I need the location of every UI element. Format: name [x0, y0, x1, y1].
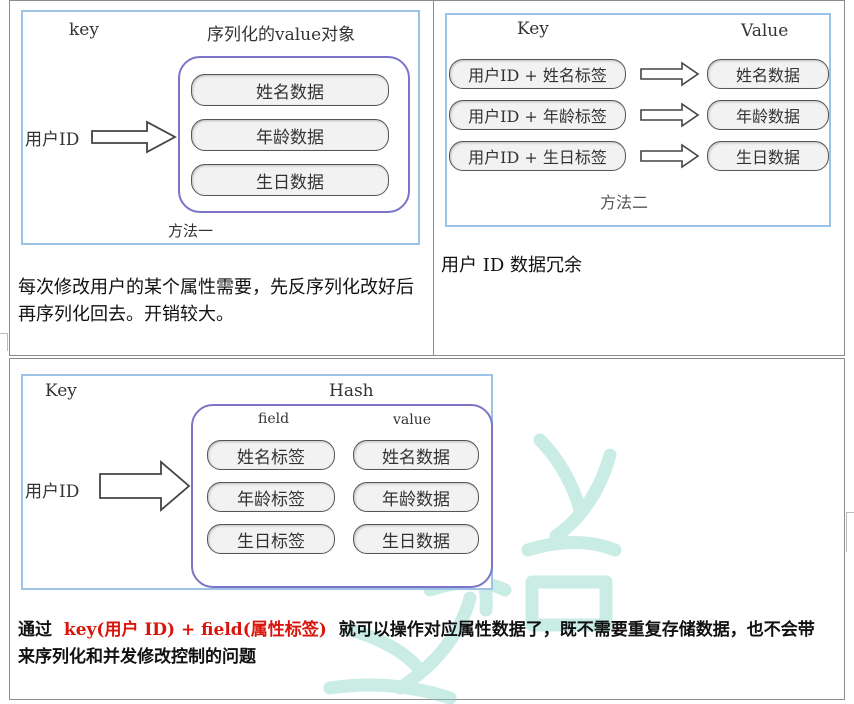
hash-description-suffix: 就可以操作对应属性数据了，既不需要重复存储数据，也不会带来序列化和并发修改控制的… — [18, 620, 815, 667]
hash-field-pill-birthday: 生日标签 — [207, 524, 335, 554]
method1-diagram: key 序列化的value对象 姓名数据 年龄数据 生日数据 用户ID 方法一 — [21, 10, 420, 245]
right-margin-marker — [846, 512, 854, 552]
method2-value-label: Value — [741, 21, 789, 41]
method2-label: 方法二 — [600, 193, 649, 212]
method2-key-pill-name: 用户ID + 姓名标签 — [449, 59, 626, 89]
hash-diagram: Key Hash field value 姓名标签 姓名数据 年龄标签 年龄数据… — [21, 374, 493, 590]
method2-key-pill-birthday: 用户ID + 生日标签 — [449, 141, 626, 171]
method1-arrow-icon — [91, 120, 177, 154]
hash-field-col-label: field — [258, 411, 290, 427]
hash-userid-label: 用户ID — [25, 482, 80, 502]
method2-key-label: Key — [517, 19, 549, 39]
left-margin-marker — [0, 333, 8, 351]
top-table-divider — [433, 0, 434, 356]
method1-value-label: 序列化的value对象 — [207, 25, 356, 45]
method2-arrow-icon — [640, 61, 700, 87]
hash-description-highlight: key(用户 ID) + field(属性标签) — [63, 620, 327, 640]
method2-diagram: Key Value 用户ID + 姓名标签 姓名数据 用户ID + 年龄标签 年… — [445, 13, 831, 227]
hash-description: 通过 key(用户 ID) + field(属性标签) 就可以操作对应属性数据了… — [18, 617, 828, 671]
hash-value-col-label: value — [393, 412, 432, 428]
method1-pill-name: 姓名数据 — [191, 74, 389, 106]
method1-label: 方法一 — [168, 222, 214, 240]
method2-arrow-icon — [640, 102, 700, 128]
method2-value-pill-birthday: 生日数据 — [707, 141, 829, 171]
method2-key-pill-age: 用户ID + 年龄标签 — [449, 100, 626, 130]
bottom-table — [9, 358, 845, 700]
hash-field-pill-name: 姓名标签 — [207, 440, 335, 470]
method1-key-label: key — [69, 20, 99, 40]
hash-value-pill-name: 姓名数据 — [353, 440, 479, 470]
hash-field-pill-age: 年龄标签 — [207, 482, 335, 512]
method1-pill-age: 年龄数据 — [191, 119, 389, 151]
hash-label: Hash — [329, 381, 374, 401]
hash-arrow-icon — [99, 460, 191, 512]
method2-arrow-icon — [640, 143, 700, 169]
method1-userid-label: 用户ID — [25, 130, 80, 150]
method1-pill-birthday: 生日数据 — [191, 164, 389, 196]
hash-key-label: Key — [45, 381, 77, 401]
method1-description: 每次修改用户的某个属性需要，先反序列化改好后再序列化回去。开销较大。 — [18, 277, 414, 325]
method2-value-pill-age: 年龄数据 — [707, 100, 829, 130]
method2-value-pill-name: 姓名数据 — [707, 59, 829, 89]
hash-description-prefix: 通过 — [18, 620, 52, 640]
method2-description: 用户 ID 数据冗余 — [441, 255, 582, 276]
top-table — [9, 0, 845, 356]
hash-value-pill-age: 年龄数据 — [353, 482, 479, 512]
hash-value-pill-birthday: 生日数据 — [353, 524, 479, 554]
